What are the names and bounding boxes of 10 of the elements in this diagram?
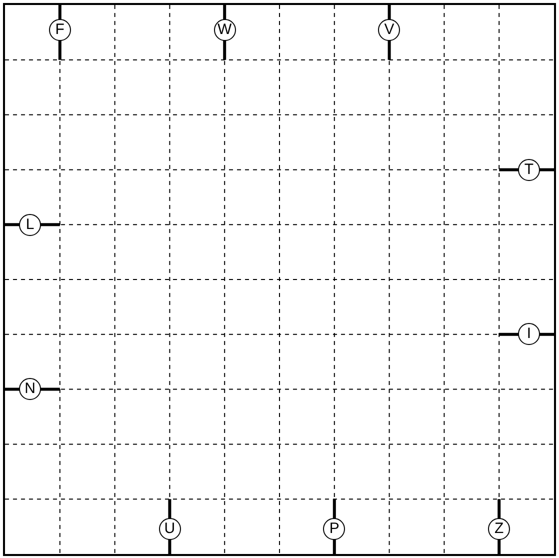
letter-circle: V <box>378 19 400 41</box>
letter-circle: T <box>518 158 540 181</box>
letter-circle: I <box>518 323 540 346</box>
letter-circle: Z <box>488 518 510 540</box>
letter-circle: N <box>19 378 41 400</box>
letter-circle: P <box>323 518 346 540</box>
letter-circle: L <box>19 214 41 236</box>
letter-circle: U <box>158 518 181 540</box>
letter-circle: F <box>48 19 71 41</box>
letter-circle: W <box>214 19 236 41</box>
